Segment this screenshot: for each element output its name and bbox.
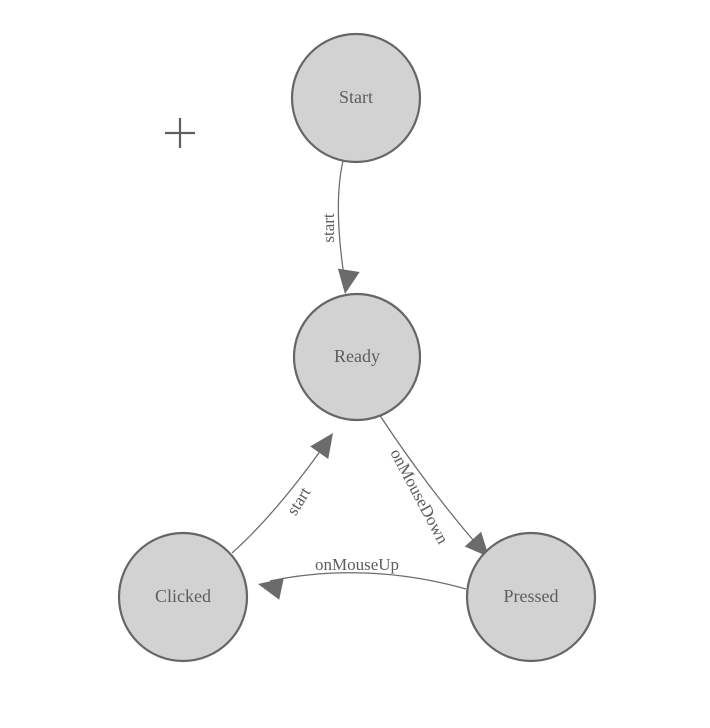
edge-line [378, 413, 482, 550]
edge-ready-to-pressed[interactable]: onMouseDown [378, 413, 497, 564]
node-label: Ready [334, 346, 380, 366]
edge-label: onMouseUp [315, 555, 399, 574]
node-shape[interactable] [117, 531, 249, 663]
edge-clicked-to-ready[interactable]: start [231, 427, 342, 554]
node-ready[interactable]: Ready [292, 292, 422, 422]
arrowhead-icon [464, 531, 489, 557]
node-label: Pressed [504, 586, 559, 606]
edge-label: start [283, 483, 315, 518]
edge-start-to-ready[interactable]: start [319, 160, 360, 296]
edge-label: start [319, 213, 338, 243]
arrowhead-icon [310, 433, 333, 459]
node-clicked[interactable]: Clicked [117, 531, 249, 663]
crosshair-marker[interactable] [165, 118, 195, 148]
arrowhead-icon [258, 578, 284, 600]
node-label: Clicked [155, 586, 211, 606]
node-start[interactable]: Start [290, 32, 422, 164]
edge-line [337, 160, 346, 284]
markers-layer [165, 118, 195, 148]
node-label: Start [339, 87, 373, 107]
edge-line [269, 572, 467, 590]
node-shape[interactable] [292, 292, 422, 422]
node-shape[interactable] [465, 531, 597, 663]
node-shape[interactable] [290, 32, 422, 164]
edge-pressed-to-clicked[interactable]: onMouseUp [256, 555, 467, 600]
node-pressed[interactable]: Pressed [465, 531, 597, 663]
edge-line [231, 442, 327, 554]
edge-label: onMouseDown [386, 446, 452, 548]
arrowhead-icon [337, 268, 360, 294]
